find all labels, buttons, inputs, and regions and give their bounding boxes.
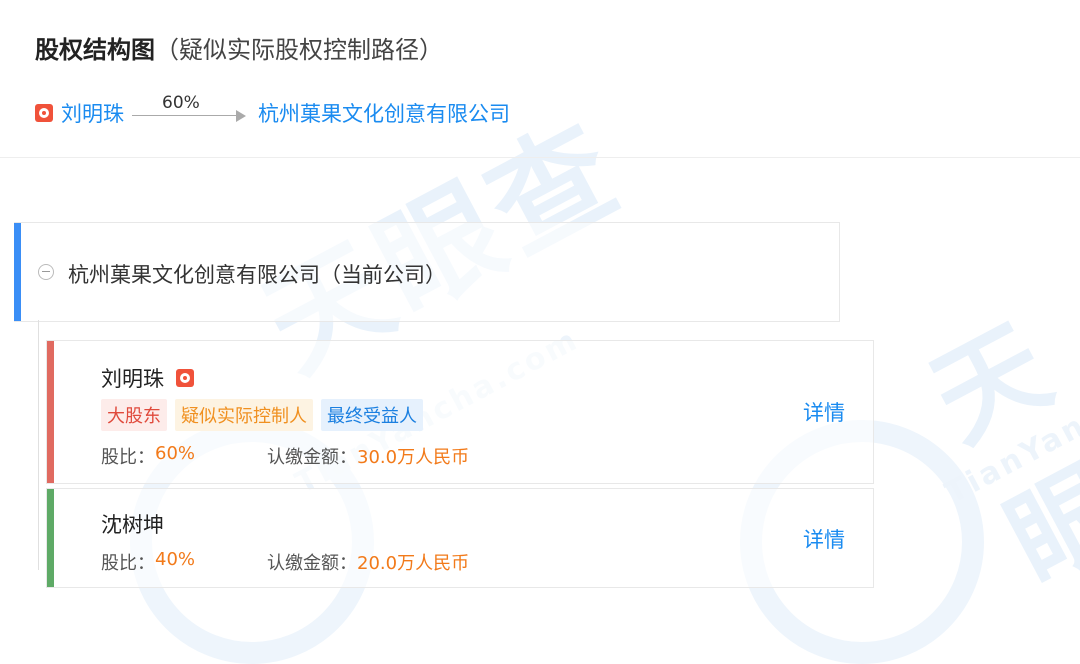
card-accent-bar — [14, 223, 21, 321]
title-subtitle: （疑似实际股权控制路径） — [155, 36, 443, 64]
shareholder-stats: 股比：60% 认缴金额：30.0万人民币 — [101, 443, 469, 469]
subscribed-amount: 认缴金额：30.0万人民币 — [267, 443, 469, 469]
control-path: 刘明珠 60% 杭州菓果文化创意有限公司 — [35, 93, 510, 131]
share-label: 股比： — [101, 447, 155, 468]
page-title: 股权结构图（疑似实际股权控制路径） — [35, 30, 443, 65]
shareholder-name[interactable]: 刘明珠 — [101, 367, 164, 391]
amount-value: 30.0万人民币 — [357, 447, 470, 468]
section-divider — [0, 157, 1080, 158]
detail-link[interactable]: 详情 — [803, 401, 845, 425]
shareholder-card: 刘明珠 大股东 疑似实际控制人 最终受益人 股比：60% 认缴金额：30.0万人… — [46, 340, 874, 484]
shareholder-name-row: 刘明珠 — [101, 363, 194, 393]
amount-value: 20.0万人民币 — [357, 553, 470, 574]
path-company-link[interactable]: 杭州菓果文化创意有限公司 — [258, 102, 510, 126]
arrow-line — [132, 115, 240, 116]
shareholder-card: 沈树坤 股比：40% 认缴金额：20.0万人民币 详情 — [46, 488, 874, 588]
tag-major-shareholder: 大股东 — [101, 399, 167, 431]
shareholder-stats: 股比：40% 认缴金额：20.0万人民币 — [101, 549, 469, 575]
path-person-link[interactable]: 刘明珠 — [61, 102, 124, 126]
title-main: 股权结构图 — [35, 36, 155, 64]
shareholder-name[interactable]: 沈树坤 — [101, 513, 164, 537]
detail-link[interactable]: 详情 — [803, 528, 845, 552]
tag-beneficiary: 最终受益人 — [321, 399, 423, 431]
share-label: 股比： — [101, 553, 155, 574]
share-ratio: 股比：40% — [101, 549, 195, 575]
tree-connector — [38, 320, 39, 570]
subscribed-amount: 认缴金额：20.0万人民币 — [267, 549, 469, 575]
shareholder-tags: 大股东 疑似实际控制人 最终受益人 — [101, 399, 423, 431]
path-percent: 60% — [162, 93, 200, 113]
shareholder-name-row: 沈树坤 — [101, 509, 164, 539]
amount-label: 认缴金额： — [267, 553, 357, 574]
card-accent-bar — [47, 489, 54, 587]
person-badge-icon — [176, 369, 194, 387]
path-arrow: 60% — [132, 93, 250, 131]
collapse-minus-icon[interactable] — [38, 264, 54, 280]
arrow-right-icon — [236, 110, 246, 122]
share-value: 40% — [155, 549, 196, 570]
current-company-card: 杭州菓果文化创意有限公司（当前公司） — [14, 222, 840, 322]
share-ratio: 股比：60% — [101, 443, 195, 469]
person-badge-icon — [35, 104, 53, 122]
amount-label: 认缴金额： — [267, 447, 357, 468]
card-accent-bar — [47, 341, 54, 483]
share-value: 60% — [155, 443, 196, 464]
tag-actual-controller: 疑似实际控制人 — [175, 399, 313, 431]
current-company-name: 杭州菓果文化创意有限公司（当前公司） — [68, 263, 446, 287]
